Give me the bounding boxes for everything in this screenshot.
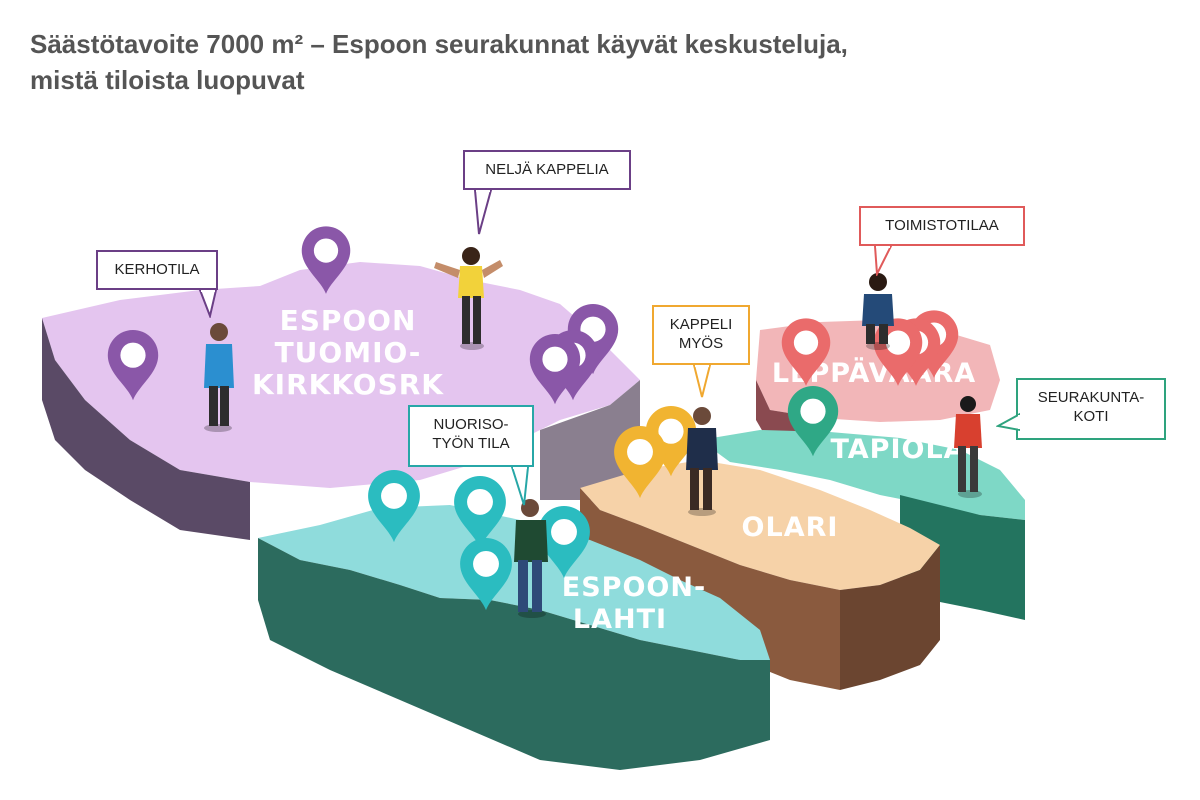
callout-nelja-kappelia: NELJÄ KAPPELIA	[463, 150, 631, 235]
callout-text: NELJÄ KAPPELIA	[485, 161, 609, 178]
callout-tail	[198, 290, 218, 318]
region-label-espoon-tuomiokirkkosrk: ESPOON TUOMIO- KIRKKOSRK	[252, 304, 444, 401]
callout-nuorisotyon-tila: NUORISO- TYÖN TILA	[408, 405, 534, 506]
callout-toimistotilaa: TOIMISTOTILAA	[859, 206, 1025, 276]
callout-kerhotila: KERHOTILA	[96, 250, 218, 318]
title-line-1: Säästötavoite 7000 m² – Espoon seurakunn…	[30, 29, 848, 59]
callout-tail	[473, 190, 493, 235]
callout-text: SEURAKUNTA-	[1037, 389, 1145, 406]
callout-tail	[873, 246, 893, 276]
callout-seurakuntakoti: SEURAKUNTA- KOTI	[996, 378, 1166, 440]
region-label-line: TUOMIO-	[275, 336, 422, 369]
title-line-2: mistä tiloista luopuvat	[30, 65, 305, 95]
page-title: Säästötavoite 7000 m² – Espoon seurakunn…	[30, 26, 1030, 98]
region-olari	[580, 460, 940, 690]
region-espoonlahti	[258, 505, 770, 770]
person-figure-blue	[204, 323, 234, 432]
callout-tail	[692, 365, 712, 398]
region-label-line: KIRKKOSRK	[252, 368, 444, 401]
callout-text: KOTI	[1073, 408, 1109, 425]
person-figure-red	[954, 396, 982, 498]
callout-kappeli-myos: KAPPELI MYÖS	[652, 305, 750, 398]
region-label-tapiola: TAPIOLA	[830, 434, 965, 465]
region-label-line: ESPOON-	[562, 572, 706, 603]
region-label-espoonlahti: ESPOON- LAHTI	[562, 572, 706, 635]
callout-tail	[996, 412, 1020, 432]
person-figure-navy	[862, 273, 894, 350]
callout-text: KAPPELI	[669, 316, 733, 333]
region-label-line: ESPOON	[280, 304, 417, 337]
region-label-olari: OLARI	[742, 512, 839, 543]
callout-text: TYÖN TILA	[432, 435, 510, 452]
person-figure-darkblue	[686, 407, 718, 516]
person-figure-yellow	[434, 247, 503, 350]
region-label-line: LAHTI	[573, 604, 667, 635]
person-figure-green	[514, 499, 548, 618]
callout-text: MYÖS	[678, 335, 724, 352]
callout-text: KERHOTILA	[114, 261, 200, 278]
callout-text: TOIMISTOTILAA	[885, 217, 999, 234]
callout-text: NUORISO-	[433, 416, 509, 433]
callout-tail	[510, 467, 530, 506]
